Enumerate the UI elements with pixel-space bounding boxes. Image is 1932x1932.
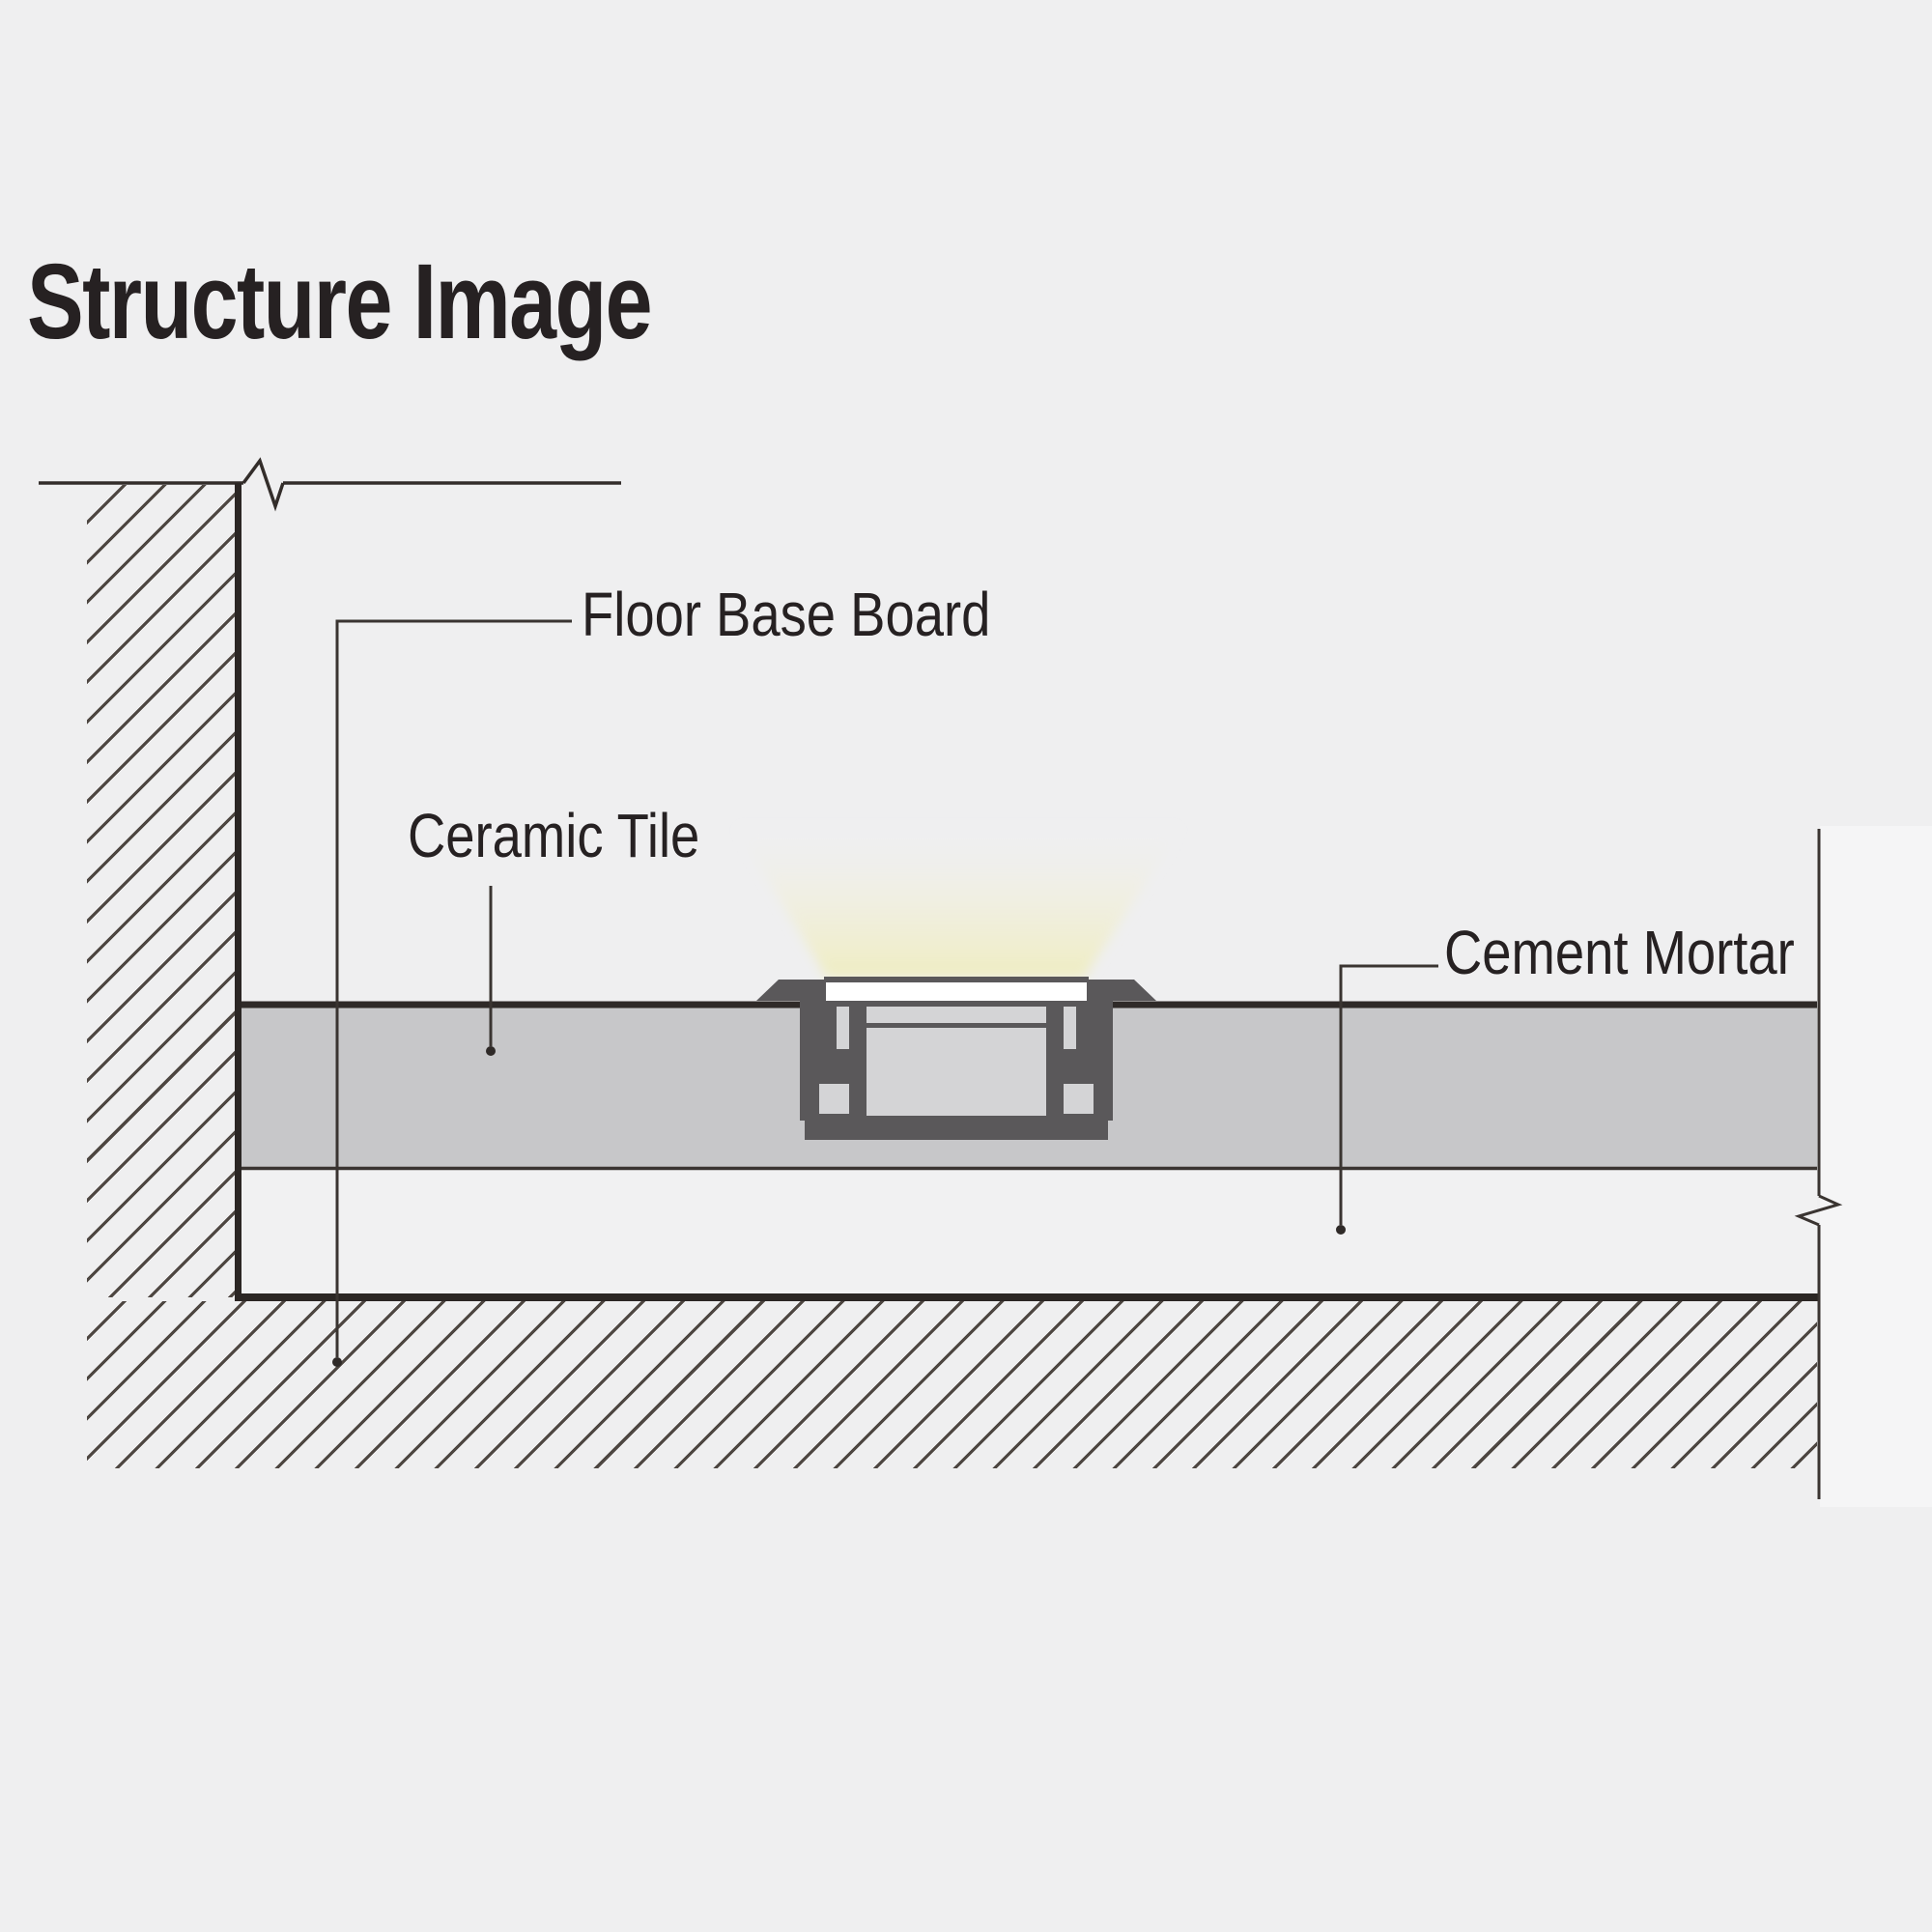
cement-mortar-dot <box>1336 1225 1346 1235</box>
floor-base-board-leader <box>335 619 572 1357</box>
label-cement-mortar: Cement Mortar <box>1444 918 1795 987</box>
profile-clip-left <box>849 1006 867 1049</box>
label-floor-base-board: Floor Base Board <box>582 580 991 649</box>
top-wall-line <box>39 457 621 512</box>
profile-clip-right <box>1046 1006 1064 1049</box>
cement-mortar-leader <box>1339 964 1438 1225</box>
page-title: Structure Image <box>27 242 653 361</box>
led-profile <box>756 977 1156 1140</box>
cement-mortar-layer <box>242 1170 1817 1295</box>
right-background-zone <box>1820 826 1932 1507</box>
profile-groove-right <box>1064 1084 1094 1114</box>
profile-cavity <box>867 1028 1046 1116</box>
profile-slot-right <box>1064 1023 1076 1049</box>
ground-hatching <box>87 1301 1817 1468</box>
profile-base-plate <box>805 1116 1108 1140</box>
diffuser-top-edge <box>824 977 1089 982</box>
profile-slot-left <box>837 1023 849 1049</box>
profile-flange-left <box>756 980 826 1001</box>
diffuser <box>826 982 1087 1001</box>
light-glow <box>734 824 1183 978</box>
profile-shelf <box>837 1006 1076 1023</box>
break-symbol-top <box>242 457 285 512</box>
ceramic-tile-dot <box>486 1046 496 1056</box>
break-symbol-right <box>1794 1194 1843 1227</box>
profile-flange-right <box>1087 980 1156 1001</box>
diffuser-bottom-edge <box>824 1001 1089 1007</box>
wall-hatching <box>87 485 235 1297</box>
profile-groove-left <box>819 1084 849 1114</box>
right-boundary-line <box>1794 829 1843 1499</box>
floor-base-board-dot <box>332 1357 342 1367</box>
label-ceramic-tile: Ceramic Tile <box>408 801 700 870</box>
